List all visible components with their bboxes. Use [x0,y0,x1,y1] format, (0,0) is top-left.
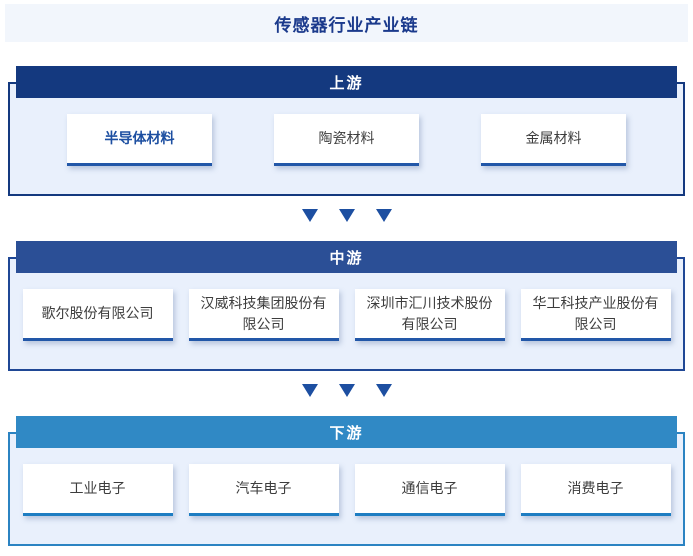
tier-midstream: 中游 歌尔股份有限公司 汉威科技集团股份有限公司 深圳市汇川技术股份有限公司 华… [0,241,693,371]
tier-upstream-header: 上游 [16,66,677,98]
down-arrow-icon [375,209,392,222]
down-arrow-icon [338,209,355,222]
downstream-item-card: 通信电子 [354,464,505,516]
page-title: 传感器行业产业链 [274,15,419,35]
tier-downstream-header: 下游 [16,416,677,448]
tier-midstream-body: 歌尔股份有限公司 汉威科技集团股份有限公司 深圳市汇川技术股份有限公司 华工科技… [8,257,685,371]
tier-downstream-body: 工业电子 汽车电子 通信电子 消费电子 [8,432,685,546]
upstream-item-card: 金属材料 [481,114,626,166]
down-arrow-icon [301,384,318,397]
flow-arrows [0,209,693,222]
tier-upstream-body: 半导体材料 陶瓷材料 金属材料 [8,82,685,196]
downstream-item-card: 工业电子 [22,464,173,516]
midstream-company-card: 深圳市汇川技术股份有限公司 [354,289,505,341]
downstream-item-card: 消费电子 [520,464,671,516]
tier-midstream-header: 中游 [16,241,677,273]
downstream-item-card: 汽车电子 [188,464,339,516]
flow-arrows [0,384,693,397]
down-arrow-icon [338,384,355,397]
tier-upstream: 上游 半导体材料 陶瓷材料 金属材料 [0,66,693,196]
title-bar: 传感器行业产业链 [5,4,688,42]
tier-downstream: 下游 工业电子 汽车电子 通信电子 消费电子 [0,416,693,546]
down-arrow-icon [301,209,318,222]
midstream-company-card: 汉威科技集团股份有限公司 [188,289,339,341]
upstream-item-card: 半导体材料 [67,114,212,166]
midstream-company-card: 华工科技产业股份有限公司 [520,289,671,341]
midstream-company-card: 歌尔股份有限公司 [22,289,173,341]
upstream-item-card: 陶瓷材料 [274,114,419,166]
down-arrow-icon [375,384,392,397]
